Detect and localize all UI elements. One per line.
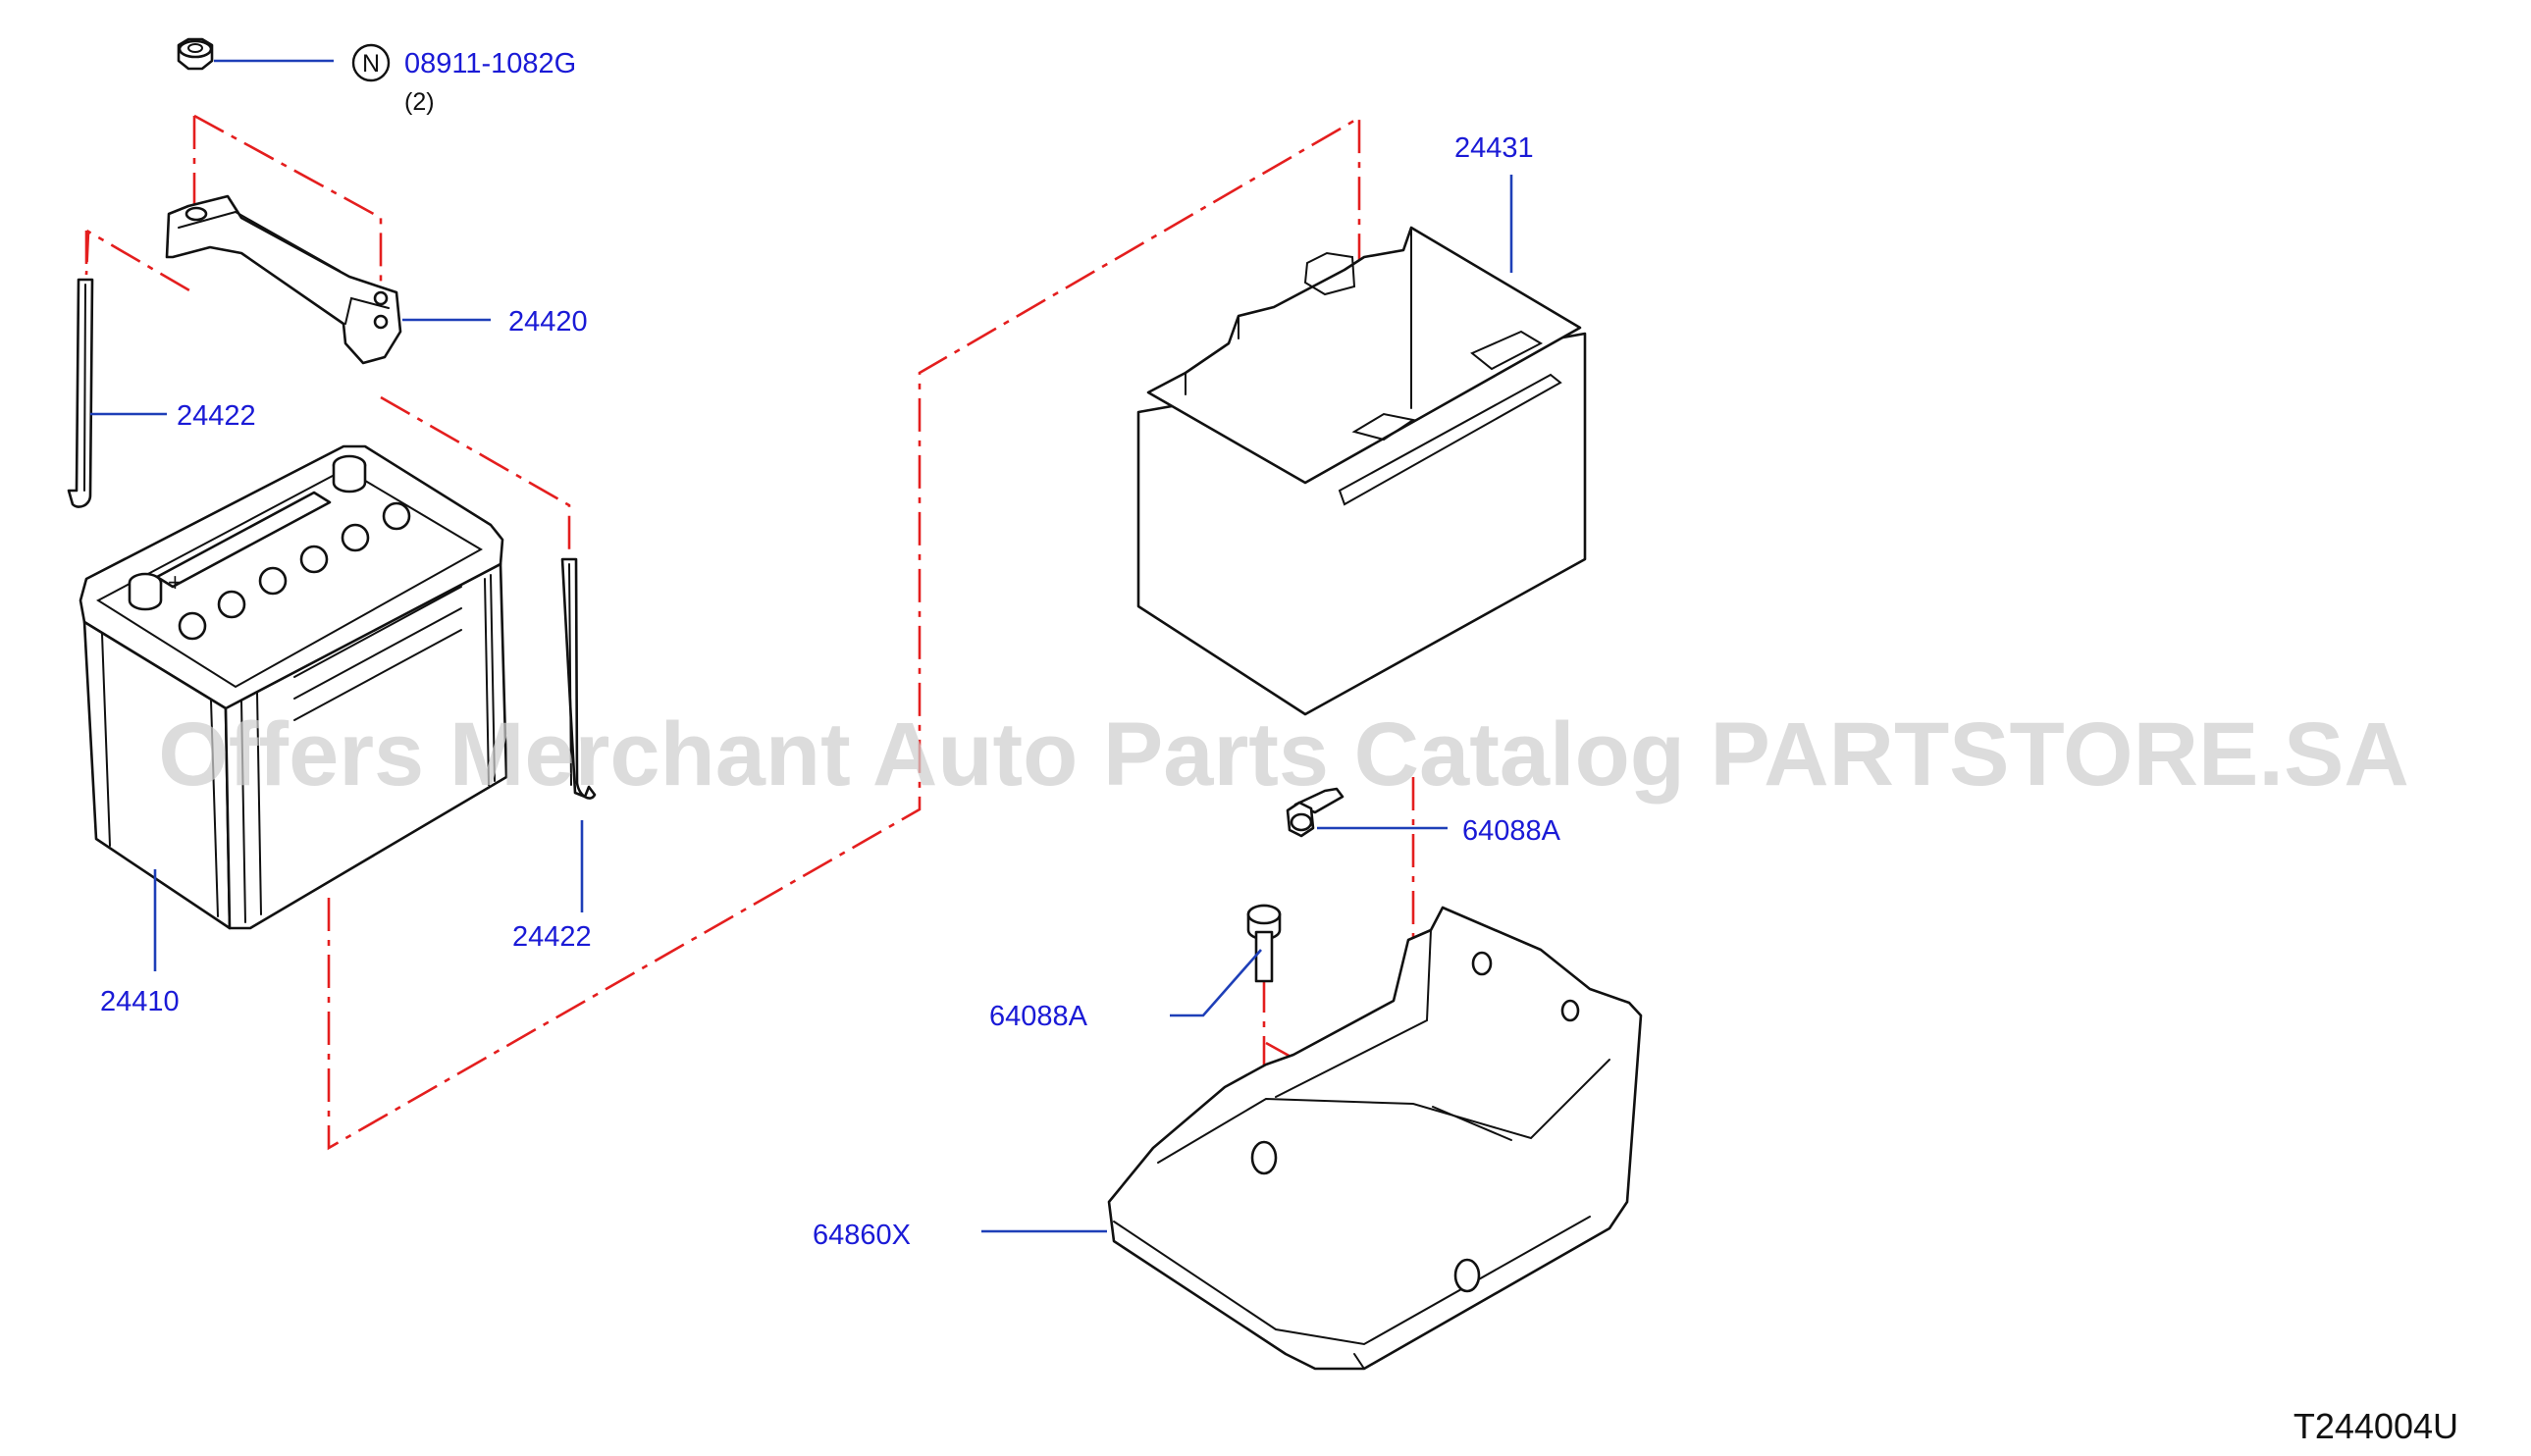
hold-down-frame-part [165,194,402,365]
battery-case-part [1136,226,1587,716]
battery-tray-part [1107,906,1643,1371]
callout-hold-down-frame: 24420 [508,306,588,338]
diagram-code: T244004U [2294,1406,2458,1446]
guide-right-rod [380,395,571,554]
bolt-lower-part [1246,904,1282,983]
callout-bolt-upper: 64088A [1462,815,1561,847]
rod-right-part [560,557,597,800]
callout-nut-quantity: (2) [404,88,435,116]
notation-circle [351,43,391,82]
svg-text:+: + [167,570,184,594]
guide-left-rod [84,229,197,296]
guide-frame-top [193,114,383,294]
watermark-text: Offers Merchant Auto Parts Catalog PARTS… [158,704,2409,805]
bolt-upper-part [1286,787,1345,838]
callout-rod-right: 24422 [512,921,592,953]
callout-battery-tray: 64860X [813,1220,911,1251]
battery-part: + [79,444,508,930]
nut-part [177,37,214,71]
guide-battery-to-case [327,115,1361,1151]
callout-nut: 08911-1082G [404,48,576,79]
notation-symbol: N [362,50,380,78]
callout-rod-left: 24422 [177,400,256,432]
callout-bolt-lower: 64088A [989,1001,1088,1032]
leader-bolt-lower [1170,949,1262,1017]
callout-battery-case: 24431 [1454,132,1534,164]
callout-battery: 24410 [100,986,180,1017]
rod-left-part [67,278,94,508]
